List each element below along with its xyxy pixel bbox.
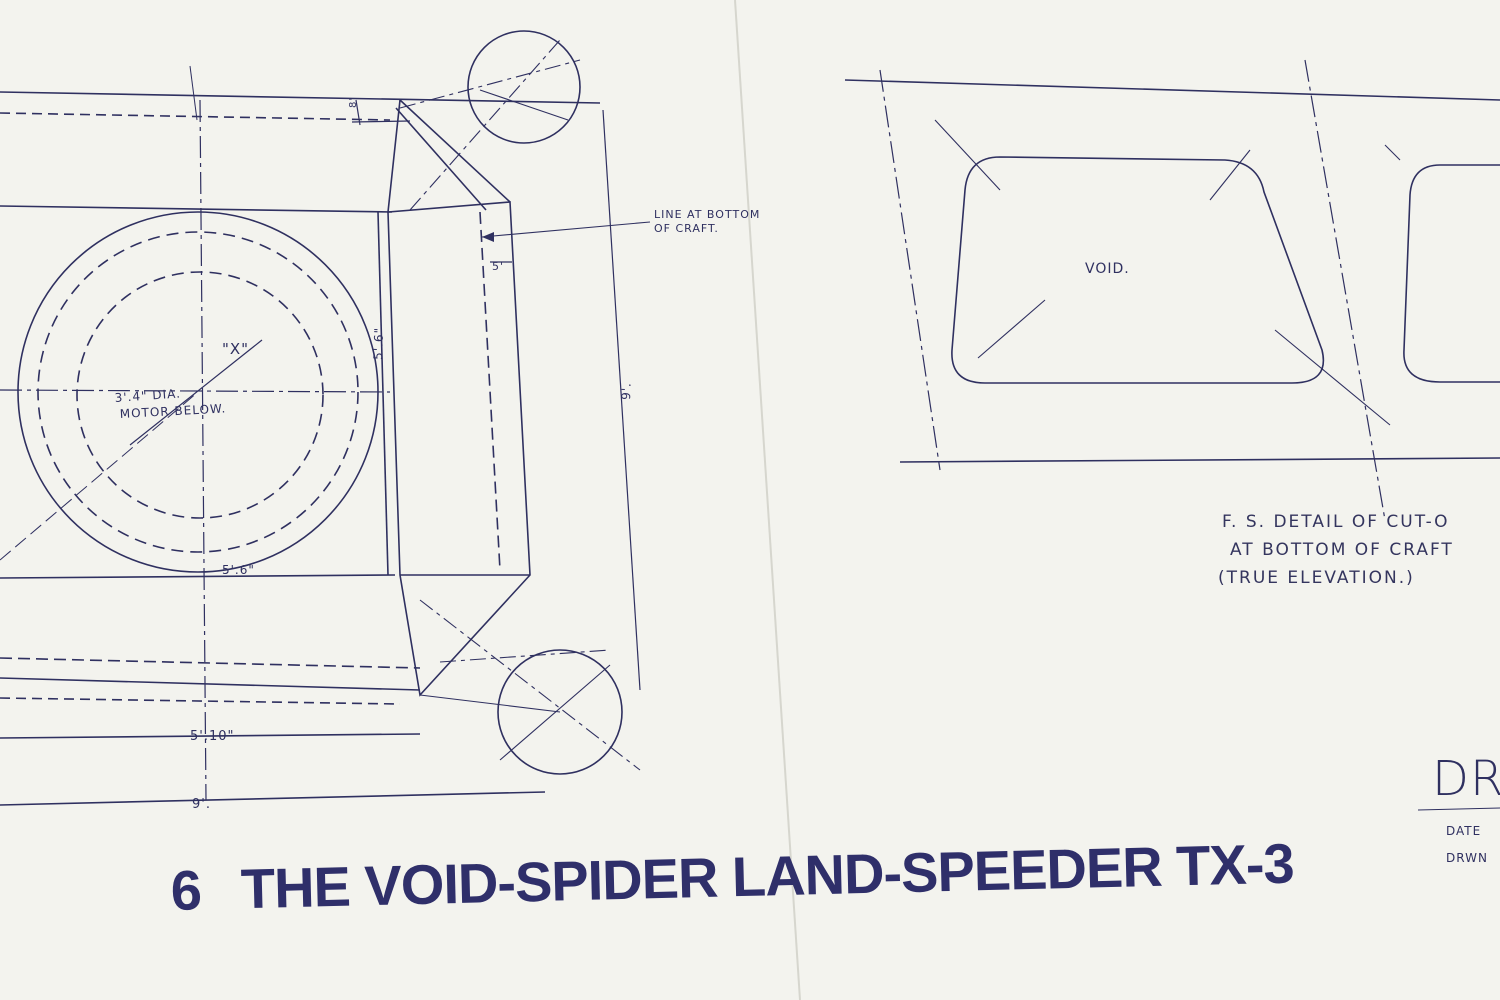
- motor-dashed-circle: [37, 231, 359, 553]
- dim-5-6-label: 5'.6": [222, 563, 255, 577]
- dim-9-vertical-label: 9'.: [619, 382, 634, 400]
- dim-top-label: 8': [348, 97, 359, 108]
- upper-pivot-circle: [467, 30, 581, 144]
- drwn-label: DRWN: [1446, 851, 1488, 865]
- lower-pivot-circle: [497, 649, 623, 775]
- dim-9-label: 9'.: [192, 797, 211, 812]
- cutout-detail-drawing: [844, 59, 1500, 521]
- motor-inner-dashed-circle: [76, 271, 324, 519]
- dim-5-6-vertical-label: 5'.6": [371, 327, 386, 360]
- void-cutout-outline: [951, 156, 1325, 384]
- plate-number: 6: [170, 858, 202, 922]
- line-at-bottom-label-1: LINE AT BOTTOM: [654, 208, 760, 221]
- detail-note-line-2: AT BOTTOM OF CRAFT: [1230, 540, 1454, 560]
- dim-5-label: 5': [492, 260, 504, 273]
- dim-5-10-label: 5'.10": [190, 729, 235, 744]
- plan-view-drawing: [0, 30, 651, 806]
- drawn-by-mark: DR: [1432, 751, 1500, 807]
- motor-diameter-label: 3'.4" DIA.: [114, 386, 181, 405]
- detail-note-line-3: (TRUE ELEVATION.): [1218, 568, 1415, 588]
- center-x-mark: "X": [222, 340, 249, 358]
- line-at-bottom-label-2: OF CRAFT.: [654, 222, 719, 235]
- void-label: VOID.: [1085, 261, 1130, 277]
- detail-note-line-1: F. S. DETAIL OF CUT-O: [1222, 512, 1450, 532]
- date-label: DATE: [1446, 824, 1481, 838]
- paper-fold: [734, 0, 801, 1000]
- motor-below-label: MOTOR BELOW.: [119, 401, 226, 421]
